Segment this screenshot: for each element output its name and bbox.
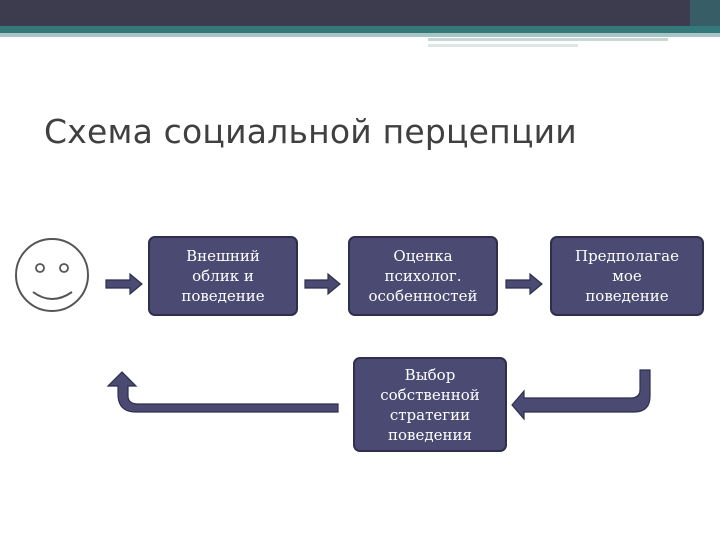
node-strategy-choice-label: Выбор собственной стратегии поведения	[380, 365, 480, 444]
top-decoration	[0, 0, 720, 47]
arrow-assessment-to-assumed	[505, 272, 543, 296]
arrow-face-to-appearance	[105, 272, 143, 296]
top-thin-line-2	[428, 44, 578, 47]
node-strategy-choice: Выбор собственной стратегии поведения	[353, 357, 507, 452]
node-assumed-behavior-label: Предполагае мое поведение	[575, 247, 679, 305]
node-appearance: Внешний облик и поведение	[148, 236, 298, 316]
top-accent-stripe	[0, 26, 720, 33]
slide-title: Схема социальной перцепции	[44, 112, 577, 151]
top-bar	[0, 0, 720, 28]
arrow-choice-to-face	[106, 371, 339, 413]
node-assumed-behavior: Предполагае мое поведение	[550, 236, 704, 316]
node-assessment-label: Оценка психолог. особенностей	[368, 247, 478, 305]
node-appearance-label: Внешний облик и поведение	[181, 247, 265, 305]
top-right-block	[690, 0, 720, 33]
node-assessment: Оценка психолог. особенностей	[348, 236, 498, 316]
smiley-face-icon	[15, 238, 89, 312]
arrow-appearance-to-assessment	[304, 272, 341, 296]
top-thin-line	[428, 38, 668, 41]
top-accent-light-stripe	[0, 33, 720, 37]
arrow-assumed-to-choice	[511, 369, 651, 421]
